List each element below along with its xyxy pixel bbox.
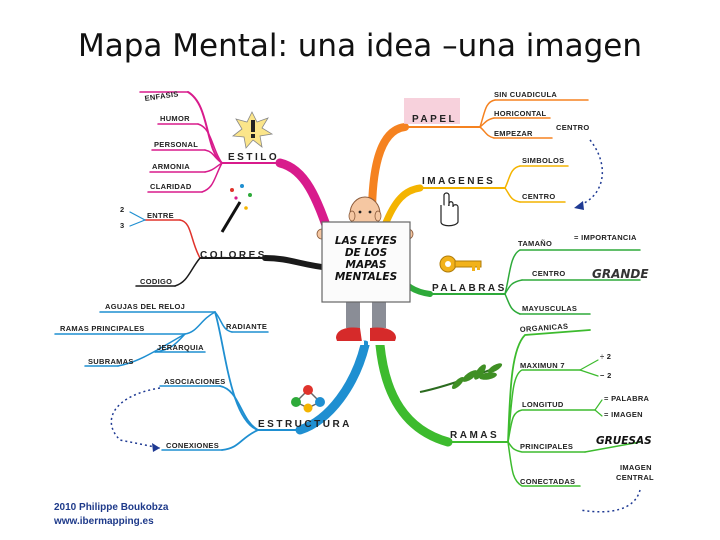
ramas-item-organicas: ORGANICAS (520, 322, 569, 334)
colores-item-codigo: CODIGO (140, 277, 172, 286)
central-arrow (579, 489, 641, 513)
branch-label-palabras: PALABRAS (432, 283, 507, 294)
pointing-hand-icon (440, 192, 459, 227)
imagenes-item-simbolos: SIMBOLOS (522, 156, 564, 165)
branch-label-estructura: ESTRUCTURA (258, 419, 352, 430)
imagenes-item-centro: CENTRO (522, 192, 555, 201)
estilo-item-claridad: CLARIDAD (150, 182, 192, 191)
estilo-item-armonia: ARMONIA (152, 162, 190, 171)
palabras-item-importancia: = IMPORTANCIA (574, 233, 637, 242)
palabras-item-tamano: TAMAÑO (518, 239, 552, 248)
papel-item-sin-cuadicula: SIN CUADICULA (494, 90, 557, 99)
estilo-item-humor: HUMOR (160, 114, 190, 123)
ramas-item-minus2: − 2 (600, 371, 612, 380)
sign-line-1: LAS LEYES (335, 235, 397, 247)
arrow-head-icon (152, 443, 160, 452)
palabras-item-centro: CENTRO (532, 269, 565, 278)
branch-imagenes (381, 165, 569, 229)
credit-line-1: 2010 Philippe Boukobza (54, 502, 169, 513)
ramas-item-palabra: = PALABRA (604, 394, 650, 403)
central-figure (316, 196, 414, 345)
colores-item-3: 3 (120, 221, 124, 230)
estructura-item-jerarquia: JERARQUIA (157, 343, 204, 352)
key-icon (439, 255, 482, 273)
branch-label-ramas: RAMAS (450, 430, 499, 441)
ramas-item-maximun: MAXIMUN 7 (520, 361, 565, 370)
papel-item-empezar: EMPEZAR (494, 129, 533, 138)
arrow-head-icon-2 (574, 201, 584, 210)
branch-label-colores: COLORES (200, 250, 267, 261)
credit-line-2: www.ibermapping.es (53, 516, 154, 527)
magic-wand-icon (220, 184, 252, 233)
papel-item-centro: CENTRO (556, 123, 589, 132)
paper-sheet-icon (404, 98, 460, 124)
molecule-icon (291, 385, 325, 413)
colores-item-2: 2 (120, 205, 124, 214)
branch-colores (129, 211, 333, 287)
papel-item-horicontal: HORICONTAL (494, 109, 547, 118)
estructura-item-ramas-principales: RAMAS PRINCIPALES (60, 324, 145, 333)
estructura-item-agujas: AGUJAS DEL RELOJ (105, 302, 185, 311)
ramas-item-principales: PRINCIPALES (520, 442, 573, 451)
sign-line-2: DE LOS (345, 247, 387, 259)
estructura-item-conexiones: CONEXIONES (166, 441, 219, 450)
leaf-branch-icon (419, 363, 503, 393)
sign-line-3: MAPAS (346, 259, 387, 271)
connection-arrow (110, 387, 161, 449)
sign-board (321, 221, 411, 303)
sign-line-4: MENTALES (335, 271, 397, 283)
palabras-item-grande: GRANDE (592, 267, 649, 281)
estilo-item-personal: PERSONAL (154, 140, 198, 149)
estructura-item-subramas: SUBRAMAS (88, 357, 134, 366)
ramas-item-imagen-top: IMAGEN (620, 463, 652, 472)
ramas-item-longitud: LONGITUD (522, 400, 564, 409)
branch-label-papel: PAPEL (412, 114, 457, 125)
palabras-item-mayusculas: MAYUSCULAS (522, 304, 577, 313)
ramas-item-gruesas: GRUESAS (596, 435, 652, 447)
ramas-item-plus2: ÷ 2 (600, 352, 611, 361)
explosion-icon (231, 111, 274, 149)
ramas-item-central: CENTRAL (616, 473, 654, 482)
branch-ramas (375, 329, 641, 487)
ramas-item-imagen: = IMAGEN (604, 410, 643, 419)
branch-estructura (54, 311, 370, 451)
centro-arrow (579, 139, 604, 206)
branch-label-estilo: ESTILO (228, 152, 279, 163)
estructura-item-radiante: RADIANTE (226, 322, 267, 331)
ramas-item-conectadas: CONECTADAS (520, 477, 575, 486)
branch-label-imagenes: IMAGENES (422, 176, 495, 187)
colores-item-entre: ENTRE (147, 211, 174, 220)
branch-palabras (392, 249, 641, 315)
slide-title: Mapa Mental: una idea –una imagen (77, 28, 642, 64)
estructura-item-asociaciones: ASOCIACIONES (164, 377, 226, 386)
